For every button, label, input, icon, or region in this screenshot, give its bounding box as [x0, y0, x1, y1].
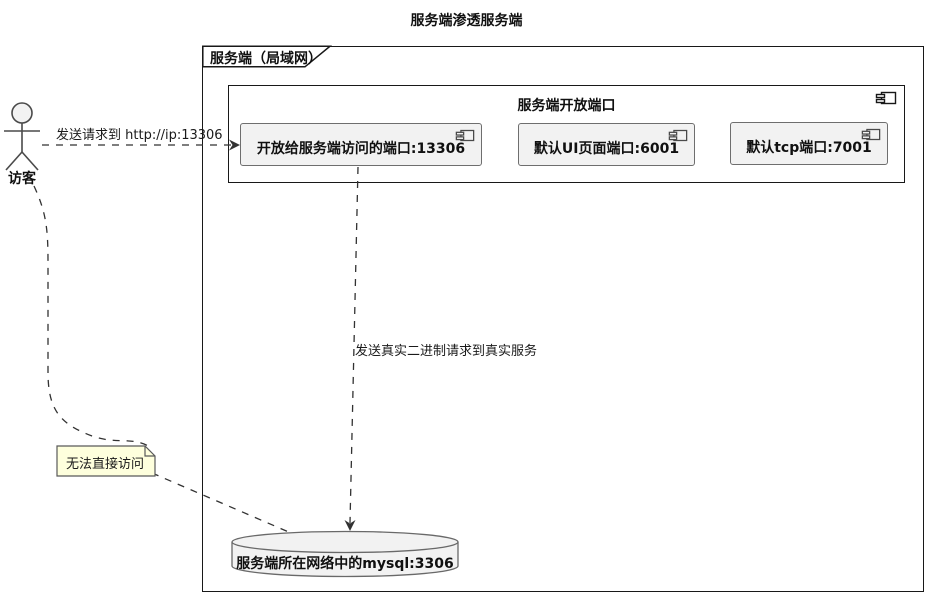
component-port-6001: 默认UI页面端口:6001	[518, 123, 695, 166]
actor-figure	[4, 102, 40, 171]
actor-label: 访客	[8, 171, 36, 187]
component-icon	[875, 91, 897, 105]
component-icon	[861, 128, 881, 141]
edge-label-request: 发送请求到 http://ip:13306	[56, 128, 223, 143]
component-icon	[668, 129, 688, 142]
open-ports-box-title: 服务端开放端口	[517, 98, 616, 114]
component-label: 开放给服务端访问的端口:13306	[256, 140, 466, 157]
component-label: 默认UI页面端口:6001	[533, 140, 680, 157]
database-label: 服务端所在网络中的mysql:3306	[236, 556, 454, 572]
component-icon	[455, 129, 475, 142]
diagram-title: 服务端渗透服务端	[410, 13, 523, 29]
component-port-7001: 默认tcp端口:7001	[730, 122, 888, 165]
edge-label-binary: 发送真实二进制请求到真实服务	[355, 344, 538, 359]
component-port-13306: 开放给服务端访问的端口:13306	[240, 123, 482, 166]
component-label: 默认tcp端口:7001	[746, 139, 872, 156]
note-text: 无法直接访问	[66, 457, 145, 472]
frame-lan	[202, 46, 924, 592]
frame-label: 服务端（局域网）	[210, 51, 322, 67]
